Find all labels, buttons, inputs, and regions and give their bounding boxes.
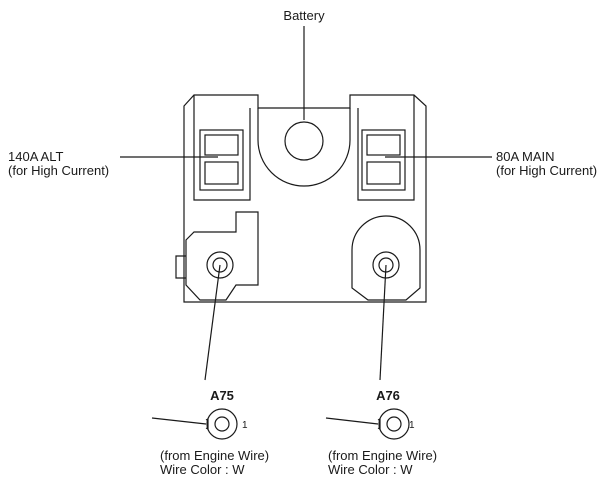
a75-terminal-inner [212, 257, 228, 273]
battery-terminal-cup [257, 108, 351, 187]
a76-pin-number: 1 [409, 420, 415, 431]
a75-terminal-tab [175, 255, 186, 279]
alt-fuse-blade-top [204, 134, 239, 156]
a75-terminal-outer [206, 251, 234, 279]
a75-leader-line [204, 264, 221, 381]
a76-terminal-bracket [351, 215, 421, 301]
a76-ring-wire [325, 417, 379, 425]
a76-ring-inner [386, 416, 402, 432]
alt-fuse-label-line2: (for High Current) [8, 163, 110, 178]
a75-pin-number: 1 [242, 420, 248, 431]
a75-connector-id: A75 [210, 388, 234, 403]
housing-inner-edge [193, 95, 251, 201]
housing-inner-edge-right [357, 95, 415, 201]
a76-terminal-outer [372, 251, 400, 279]
a75-wire-color: Wire Color : W [160, 462, 245, 477]
main-fuse-label-line2: (for High Current) [496, 163, 598, 178]
a75-terminal-bracket [185, 211, 259, 301]
battery-terminal-bolt [284, 121, 324, 161]
fuse-box-housing [183, 94, 427, 303]
a76-connector-id: A76 [376, 388, 400, 403]
a75-ring-outer [206, 408, 238, 440]
a76-wire-color: Wire Color : W [328, 462, 413, 477]
a76-ring-shank [377, 418, 381, 430]
alt-fuse-body [199, 129, 244, 191]
main-fuse-body [361, 129, 406, 191]
alt-fuse-label-line1: 140A ALT [8, 149, 64, 164]
a75-ring-wire [151, 417, 207, 425]
battery-label: Battery [283, 8, 325, 23]
main-fuse-blade-bottom [366, 161, 401, 185]
a75-source-label: (from Engine Wire) [160, 448, 270, 463]
main-fuse-blade-top [366, 134, 401, 156]
a76-ring-outer [378, 408, 410, 440]
a76-leader-line [379, 264, 387, 381]
alt-fuse-blade-bottom [204, 161, 239, 185]
a75-ring-inner [214, 416, 230, 432]
main-fuse-label-line1: 80A MAIN [496, 149, 555, 164]
a75-ring-shank [205, 418, 209, 430]
a76-source-label: (from Engine Wire) [328, 448, 438, 463]
